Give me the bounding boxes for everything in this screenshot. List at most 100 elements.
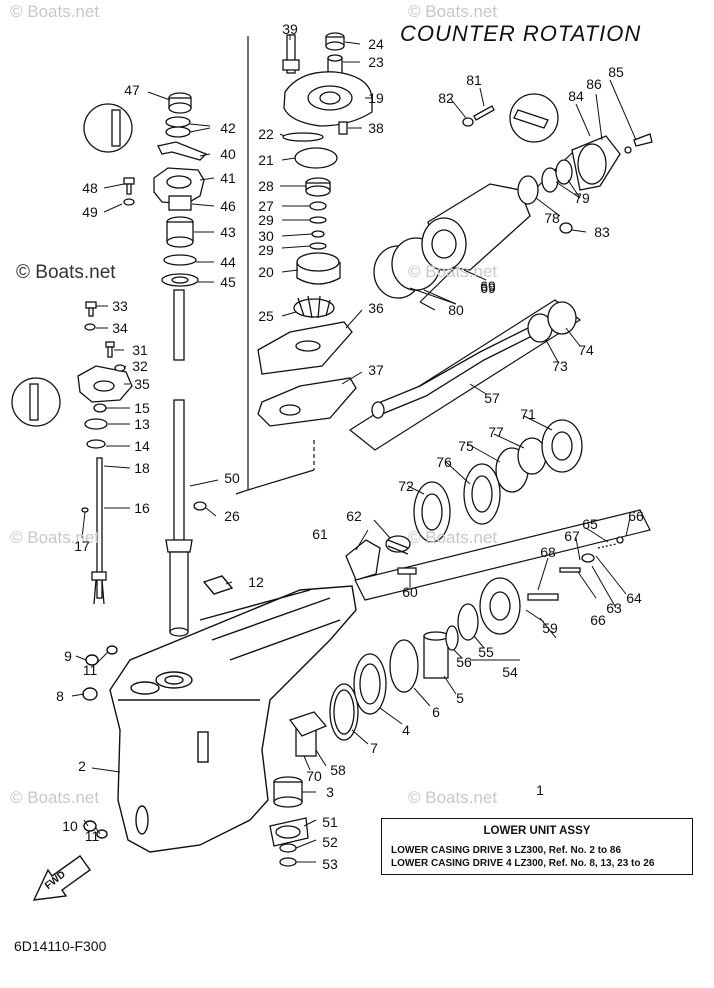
counter-rotation-housing: [373, 105, 653, 299]
callout-label[interactable]: 46: [220, 198, 236, 214]
callout-label[interactable]: 42: [220, 120, 236, 136]
callout-label[interactable]: 7: [370, 740, 378, 756]
callout-label[interactable]: 43: [220, 224, 236, 240]
callout-label[interactable]: 6: [432, 704, 440, 720]
callout-label[interactable]: 32: [132, 358, 148, 374]
callout-label[interactable]: 35: [134, 376, 150, 392]
callout-label[interactable]: 12: [248, 574, 264, 590]
callout-label[interactable]: 22: [258, 126, 274, 142]
callout-label[interactable]: 21: [258, 152, 274, 168]
prop-shaft-frame: [348, 299, 582, 451]
callout-label[interactable]: 25: [258, 308, 274, 324]
callout-label[interactable]: 47: [124, 82, 140, 98]
callout-label[interactable]: 29: [258, 242, 274, 258]
detail-insets: [11, 93, 559, 427]
watermark: © Boats.net: [408, 262, 498, 281]
callout-label[interactable]: 41: [220, 170, 236, 186]
callout-label[interactable]: 86: [586, 76, 602, 92]
callout-label[interactable]: 72: [398, 478, 414, 494]
callout-label[interactable]: 31: [132, 342, 148, 358]
callout-label[interactable]: 34: [112, 320, 128, 336]
callout-label[interactable]: 80: [448, 302, 464, 318]
callout-label[interactable]: 2: [78, 758, 86, 774]
callout-label[interactable]: 4: [402, 722, 410, 738]
callout-label[interactable]: 48: [82, 180, 98, 196]
callout-label[interactable]: 10: [62, 818, 78, 834]
callout-label[interactable]: 16: [134, 500, 150, 516]
callout-label[interactable]: 69: [480, 278, 496, 294]
callout-label[interactable]: 66: [590, 612, 606, 628]
callout-label[interactable]: 39: [282, 21, 298, 37]
callout-label[interactable]: 52: [322, 834, 338, 850]
callout-label[interactable]: 69: [480, 280, 496, 296]
callout-label[interactable]: 60: [402, 584, 418, 600]
callout-label[interactable]: 58: [330, 762, 346, 778]
callout-label[interactable]: 50: [224, 470, 240, 486]
callout-label[interactable]: 53: [322, 856, 338, 872]
diagram-code: 6D14110-F300: [14, 938, 107, 954]
callout-label[interactable]: 20: [258, 264, 274, 280]
callout-label[interactable]: 56: [456, 654, 472, 670]
callout-label[interactable]: 55: [478, 644, 494, 660]
callout-label[interactable]: 33: [112, 298, 128, 314]
reverse-gear-frame: [354, 509, 651, 601]
callout-label[interactable]: 11: [82, 662, 98, 678]
callout-label[interactable]: 81: [466, 72, 482, 88]
callout-label[interactable]: 8: [56, 688, 64, 704]
callout-label[interactable]: 54: [502, 664, 518, 680]
callout-label[interactable]: 49: [82, 204, 98, 220]
callout-label[interactable]: 64: [626, 590, 642, 606]
callout-label[interactable]: 78: [544, 210, 560, 226]
watermark: © Boats.net: [408, 2, 498, 21]
callout-label[interactable]: 30: [258, 228, 274, 244]
pinion-group: [269, 711, 328, 867]
callout-label[interactable]: 65: [582, 516, 598, 532]
callout-label[interactable]: 67: [564, 528, 580, 544]
legend-title: LOWER UNIT ASSY: [483, 825, 591, 837]
callout-label[interactable]: 45: [220, 274, 236, 290]
callout-label[interactable]: 62: [346, 508, 362, 524]
callout-label[interactable]: 51: [322, 814, 338, 830]
callout-label[interactable]: 3: [326, 784, 334, 800]
callout-label[interactable]: 44: [220, 254, 236, 270]
callout-label[interactable]: 70: [306, 768, 322, 784]
callout-label[interactable]: 59: [542, 620, 558, 636]
callout-label[interactable]: 18: [134, 460, 150, 476]
callout-label[interactable]: 29: [258, 212, 274, 228]
callout-label[interactable]: 38: [368, 120, 384, 136]
callout-label[interactable]: 71: [520, 406, 536, 422]
callout-label[interactable]: 74: [578, 342, 594, 358]
callout-label[interactable]: 26: [224, 508, 240, 524]
callout-label[interactable]: 68: [540, 544, 556, 560]
callout-label[interactable]: 9: [64, 648, 72, 664]
legend-box: LOWER UNIT ASSY LOWER CASING DRIVE 3 LZ3…: [381, 818, 693, 875]
callout-label[interactable]: 76: [436, 454, 452, 470]
callout-label[interactable]: 36: [368, 300, 384, 316]
callout-label[interactable]: 17: [74, 538, 90, 554]
callout-label[interactable]: 5: [456, 690, 464, 706]
callout-label[interactable]: 57: [484, 390, 500, 406]
callout-label[interactable]: 37: [368, 362, 384, 378]
callout-label[interactable]: 61: [312, 526, 328, 542]
callout-label[interactable]: 77: [488, 424, 504, 440]
callout-label[interactable]: 84: [568, 88, 584, 104]
callout-label[interactable]: 82: [438, 90, 454, 106]
callout-label[interactable]: 19: [368, 90, 384, 106]
callout-label[interactable]: 13: [134, 416, 150, 432]
callout-label[interactable]: 73: [552, 358, 568, 374]
callout-label[interactable]: 27: [258, 198, 274, 214]
callout-label[interactable]: 79: [574, 190, 590, 206]
callout-label[interactable]: 24: [368, 36, 384, 52]
callout-label[interactable]: 66: [628, 508, 644, 524]
water-pump-group: [257, 32, 373, 427]
callout-label[interactable]: 40: [220, 146, 236, 162]
callout-label[interactable]: 28: [258, 178, 274, 194]
callout-label[interactable]: 85: [608, 64, 624, 80]
callout-label[interactable]: 14: [134, 438, 150, 454]
callout-label[interactable]: 83: [594, 224, 610, 240]
callout-label[interactable]: 11: [84, 828, 100, 844]
callout-label[interactable]: 63: [606, 600, 622, 616]
callout-label[interactable]: 75: [458, 438, 474, 454]
callout-label[interactable]: 15: [134, 400, 150, 416]
callout-label[interactable]: 23: [368, 54, 384, 70]
